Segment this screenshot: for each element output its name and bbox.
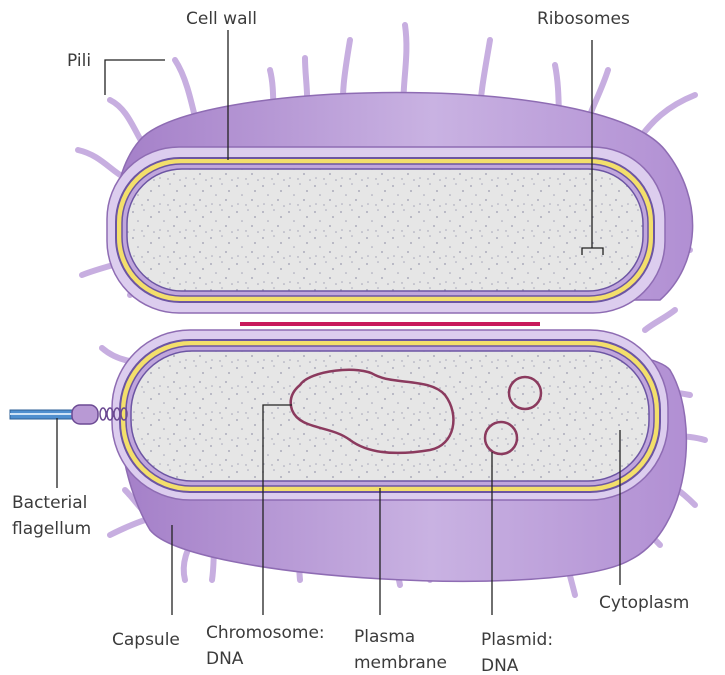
label-cell-wall: Cell wall — [186, 9, 257, 29]
plasmid-small — [483, 420, 519, 456]
pili-leader — [104, 59, 165, 95]
label-capsule: Capsule — [112, 630, 180, 650]
plasmid-large — [507, 375, 543, 411]
label-bacterial-flagellum-1: Bacterial — [12, 493, 87, 513]
chromosome-dna — [289, 368, 455, 455]
top-cell — [106, 91, 694, 314]
bottom-cell — [111, 329, 688, 582]
label-plasma-membrane-2: membrane — [354, 653, 447, 673]
label-plasmid-2: DNA — [481, 656, 519, 675]
ribosomes-bracket — [581, 247, 604, 255]
label-bacterial-flagellum-2: flagellum — [12, 519, 91, 539]
leader-lines — [56, 30, 621, 615]
label-pili: Pili — [67, 51, 91, 71]
bacterial-flagellum — [9, 404, 128, 425]
label-plasmid-1: Plasmid: — [481, 630, 553, 650]
label-plasma-membrane-1: Plasma — [354, 627, 415, 647]
label-ribosomes: Ribosomes — [537, 9, 630, 29]
label-chromosome-1: Chromosome: — [206, 623, 325, 643]
label-chromosome-2: DNA — [206, 649, 244, 669]
label-cytoplasm: Cytoplasm — [599, 593, 689, 613]
chromosome-leader — [262, 404, 292, 615]
